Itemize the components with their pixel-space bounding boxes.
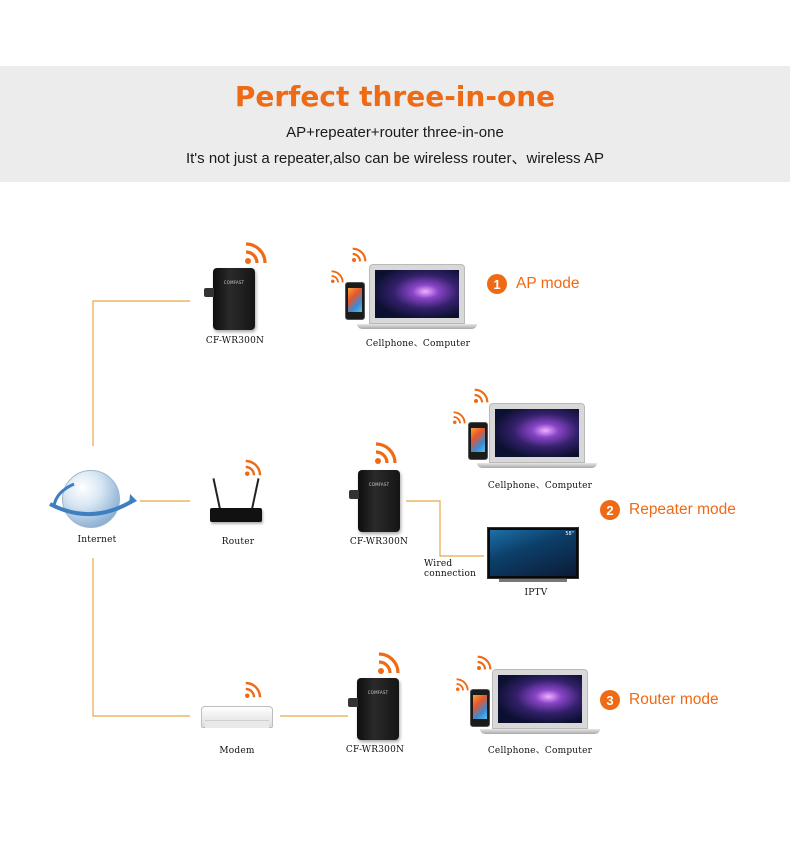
wifi-icon [453,411,466,424]
repeater-rep-label: CF-WR300N [349,537,409,547]
globe-icon [62,470,120,528]
clients-router-label: Cellphone、Computer [487,746,593,756]
repeater-device-ap: COMFAST [204,268,255,330]
wifi-icon [245,242,267,264]
mode-number: 1 [487,274,507,294]
mode-number: 3 [600,690,620,710]
mode-label: Repeater mode [629,501,736,518]
internet-label: Internet [77,535,117,545]
wifi-icon [477,655,492,670]
repeater-ap-label: CF-WR300N [205,336,265,346]
cellphone-icon [345,282,365,320]
tv-icon: 58" [487,527,579,583]
laptop-icon [477,403,597,469]
repeater-device-repeater: COMFAST [349,470,400,532]
mode-router: 3 Router mode [600,690,719,710]
wired-connection-label: Wired connection [424,559,477,579]
cellphone-icon [470,689,490,727]
laptop-icon [480,669,600,735]
mode-label: Router mode [629,691,719,708]
wifi-icon [331,270,344,283]
line-internet-to-modem [92,558,190,717]
line-internet-to-ap [92,300,190,446]
cellphone-icon [468,422,488,460]
repeater-router-label: CF-WR300N [345,745,405,755]
wifi-icon [378,652,400,674]
router-device [210,478,262,524]
router-label: Router [221,537,255,547]
wifi-icon [245,459,262,476]
orbit-arrow-icon [49,482,137,516]
modem-label: Modem [219,746,255,756]
clients-rep-label: Cellphone、Computer [487,481,593,491]
wifi-icon [245,681,262,698]
wifi-icon [352,247,367,262]
subtitle-primary: AP+repeater+router three-in-one [286,124,504,141]
iptv-label: IPTV [524,588,548,598]
mode-label: AP mode [516,275,580,292]
subtitle-secondary: It's not just a repeater,also can be wir… [185,150,605,167]
wifi-icon [375,442,397,464]
repeater-device-router: COMFAST [348,678,399,740]
mode-ap: 1 AP mode [487,274,579,294]
tv-size: 58" [565,531,574,537]
laptop-icon [357,264,477,330]
wifi-icon [474,388,489,403]
modem-device [201,706,273,730]
mode-repeater: 2 Repeater mode [600,500,736,520]
mode-number: 2 [600,500,620,520]
line-repeater-to-iptv [406,500,484,557]
page-title: Perfect three-in-one [234,80,556,113]
device-brand: COMFAST [367,690,389,695]
header-banner: Perfect three-in-one AP+repeater+router … [0,66,790,182]
internet-globe [46,470,138,532]
device-brand: COMFAST [368,482,390,487]
wifi-icon [456,678,469,691]
device-brand: COMFAST [223,280,245,285]
clients-ap-label: Cellphone、Computer [365,339,471,349]
